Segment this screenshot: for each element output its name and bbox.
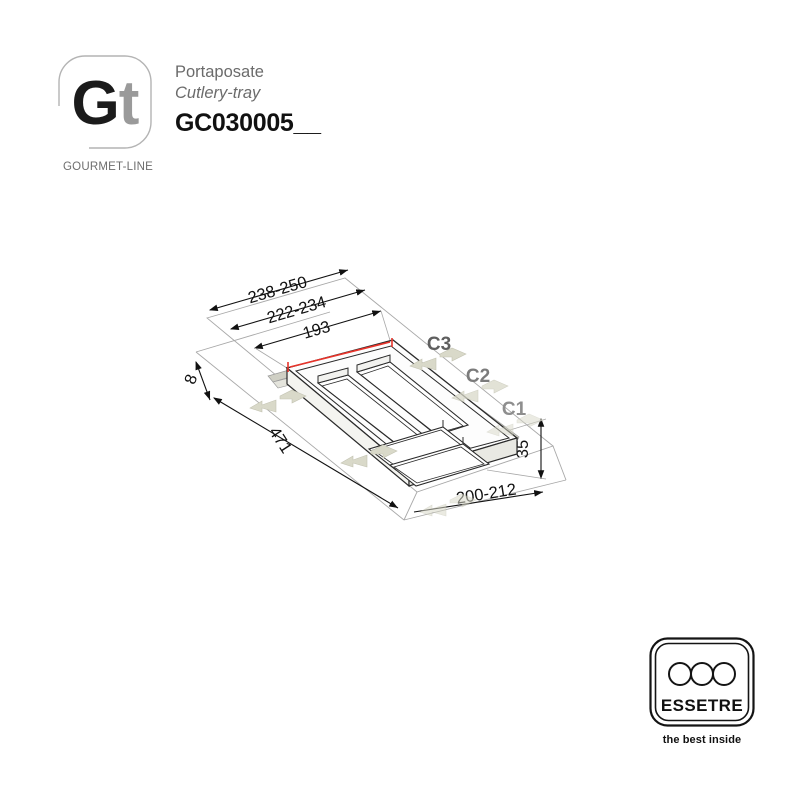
dimension-top-outer-label: 238-250 xyxy=(246,273,309,307)
product-titles: Portaposate Cutlery-tray GC030005__ xyxy=(175,62,321,138)
dimension-length-label: 471 xyxy=(265,424,295,457)
tray-compartment-short-1 xyxy=(367,426,472,471)
dimension-thickness-label: 8 xyxy=(181,372,201,387)
tray-compartment-short-2 xyxy=(388,443,491,487)
cutlery-tray-body xyxy=(267,338,520,488)
essetre-circle-1 xyxy=(668,662,692,686)
dimension-top-inner: 193 xyxy=(253,310,394,369)
dimension-bottom: 200-212 xyxy=(413,480,544,513)
essetre-circle-3 xyxy=(712,662,736,686)
arrow-pair-c2 xyxy=(451,379,509,403)
dimension-top-inner-label: 193 xyxy=(301,318,332,343)
dimension-height: 35 xyxy=(486,417,547,480)
essetre-circle-2 xyxy=(690,662,714,686)
arrow-pair-left-2 xyxy=(340,444,398,468)
callout-label-c3: C3 xyxy=(427,334,451,355)
dimension-height-label: 35 xyxy=(514,440,532,458)
essetre-logo: ESSETRE the best inside xyxy=(648,636,756,754)
tray-compartment-long-1 xyxy=(316,367,432,450)
tray-compartment-long-2 xyxy=(355,354,470,436)
logo-letter-g: G xyxy=(71,69,120,138)
logo-rounded-square-icon xyxy=(58,55,152,149)
essetre-brand-name: ESSETRE xyxy=(660,696,744,715)
dimension-top-outer: 238-250 xyxy=(208,269,349,312)
callout-arrows xyxy=(249,347,544,517)
dimension-length: 471 xyxy=(213,397,399,509)
essetre-frame-icon xyxy=(649,637,755,727)
arrow-pair-c1 xyxy=(486,413,544,437)
callout-label-c2: C2 xyxy=(466,366,490,387)
product-name-it: Portaposate xyxy=(175,63,264,81)
essetre-tagline: the best inside xyxy=(662,734,742,746)
product-code: GC030005__ xyxy=(175,109,321,137)
logo-letter-t: t xyxy=(118,69,140,138)
dimension-bottom-label: 200-212 xyxy=(455,480,518,507)
callout-label-c1: C1 xyxy=(502,399,527,420)
arrow-pair-c3 xyxy=(409,347,467,371)
reference-frame xyxy=(195,277,567,521)
highlight-line xyxy=(289,341,391,368)
gourmet-line-label: GOURMET-LINE xyxy=(63,161,153,173)
dimension-top-middle-label: 222-234 xyxy=(265,293,328,327)
dimension-top-middle: 222-234 xyxy=(229,289,366,331)
arrow-pair-left-3 xyxy=(419,493,477,517)
arrow-pair-left-1 xyxy=(249,389,307,413)
dimension-thickness: 8 xyxy=(181,360,211,401)
product-name-en: Cutlery-tray xyxy=(175,84,261,102)
